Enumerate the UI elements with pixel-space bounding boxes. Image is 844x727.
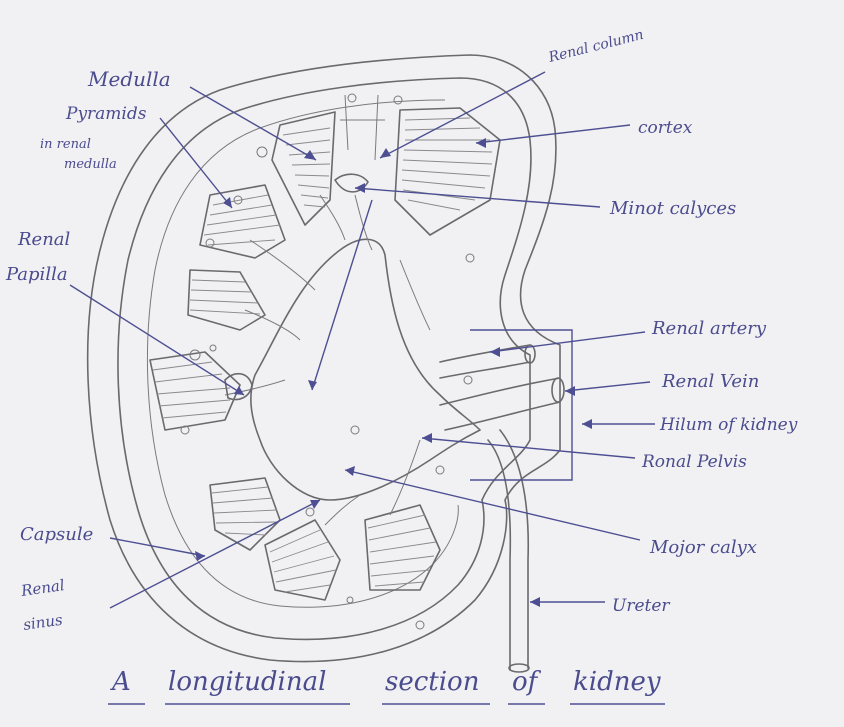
caption-word-of: of [512, 667, 542, 697]
label-pyramids-line3: medulla [64, 157, 117, 172]
label-renal-vein: Renal Vein [661, 371, 759, 392]
label-ureter: Ureter [612, 596, 670, 616]
caption-word-longitudinal: longitudinal [168, 667, 326, 697]
pyramid-top-right [395, 108, 500, 235]
caption-word-kidney: kidney [573, 667, 661, 697]
caption: A longitudinal section of kidney [108, 667, 665, 704]
arrowheads [195, 138, 592, 607]
label-renal-column: Renal column [546, 27, 645, 66]
caption-word-a: A [110, 667, 131, 697]
label-renal-sinus-line1: Renal [19, 576, 66, 600]
label-renal-pelvis: Ronal Pelvis [641, 452, 747, 472]
renal-vein-opening [552, 378, 564, 402]
renal-pelvis-outline [251, 239, 480, 500]
label-pyramids-line1: Pyramids [65, 104, 147, 124]
pyramid-left-upper [200, 185, 285, 258]
label-major-calyx: Mojor calyx [649, 537, 757, 558]
label-pyramids-line2: in renal [40, 137, 91, 152]
renal-artery [440, 345, 530, 378]
label-hilum: Hilum of kidney [659, 415, 798, 435]
pyramid-left-middle [188, 270, 265, 330]
label-cortex: cortex [638, 118, 693, 138]
label-renal-sinus-line2: sinus [22, 611, 64, 634]
label-minor-calyces: Minot calyces [609, 198, 736, 219]
label-capsule: Capsule [20, 524, 93, 545]
label-medulla: Medulla [87, 67, 171, 91]
label-renal-papilla-line2: Papilla [5, 264, 68, 285]
pyramid-top-left [272, 112, 335, 225]
label-renal-artery: Renal artery [651, 318, 767, 339]
caption-word-section: section [385, 667, 479, 697]
kidney-capsule-inner [118, 78, 531, 639]
calyx-branch-left [225, 240, 315, 395]
pyramid-bottom-right [365, 505, 440, 590]
leader-lines [70, 72, 655, 608]
pyramid-bottom-middle [265, 520, 340, 600]
label-renal-papilla-line1: Renal [17, 229, 71, 250]
renal-vein [440, 378, 560, 430]
